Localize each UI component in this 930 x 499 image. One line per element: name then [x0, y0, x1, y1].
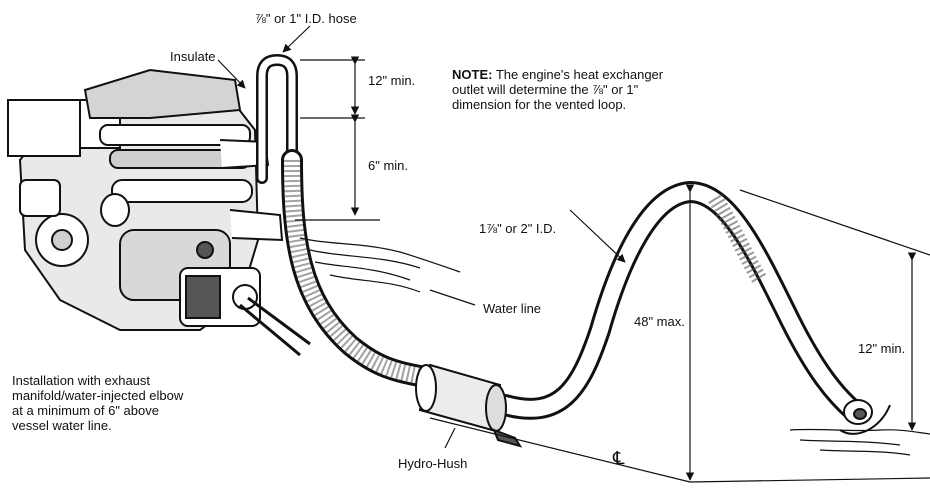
insulate-label: Insulate	[170, 49, 216, 64]
caption-line-2: manifold/water-injected elbow	[12, 388, 184, 403]
dimension-lines	[217, 25, 930, 483]
note-line-2: outlet will determine the ⅞" or 1"	[452, 82, 639, 97]
hydro-hush-muffler	[415, 363, 523, 448]
vented-loop-hose	[256, 53, 298, 184]
caption-line-1: Installation with exhaust	[12, 373, 151, 388]
caption-line-4: vessel water line.	[12, 418, 112, 433]
dimension-48-max: 48" max.	[634, 314, 685, 329]
large-hose-label: 1⅞" or 2" I.D.	[479, 221, 557, 236]
note-text: NOTE: The engine's heat exchanger outlet…	[452, 67, 782, 112]
engine-illustration	[7, 68, 311, 357]
centerline-symbol: ℄	[613, 448, 625, 468]
caption-line-3: at a minimum of 6" above	[12, 403, 159, 418]
thru-hull-fitting	[839, 399, 891, 435]
dimension-6-min: 6" min.	[368, 158, 409, 173]
note-line-1: The engine's heat exchanger	[495, 67, 664, 82]
water-line-label: Water line	[483, 301, 542, 316]
note-heading: NOTE:	[452, 67, 493, 82]
water-line-sketch	[299, 237, 930, 456]
hydro-hush-label: Hydro-Hush	[398, 456, 468, 471]
small-hose-label: ⅞" or 1" I.D. hose	[255, 11, 357, 26]
dimension-12-min-right: 12" min.	[858, 341, 906, 356]
dimension-12-min-top: 12" min.	[368, 73, 416, 88]
installation-caption: Installation with exhaust manifold/water…	[12, 373, 292, 433]
note-line-3: dimension for the vented loop.	[452, 97, 627, 112]
exhaust-hose	[281, 149, 866, 423]
